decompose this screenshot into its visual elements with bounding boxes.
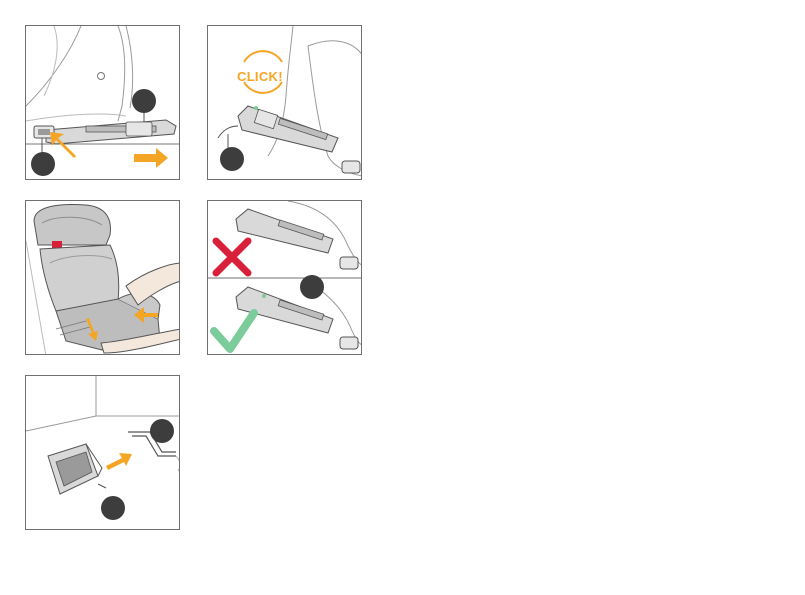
illustration-panel-1 <box>25 25 180 180</box>
step-marker-icon <box>26 376 180 530</box>
step-marker-icon <box>208 201 362 355</box>
arrow-icon <box>26 201 180 355</box>
illustration-panel-5 <box>25 375 180 530</box>
illustration-panel-4 <box>207 200 362 355</box>
illustration-panel-2: CLICK! <box>207 25 362 180</box>
illustration-panel-3 <box>25 200 180 355</box>
step-marker-icon <box>208 26 362 180</box>
step-marker-icon <box>26 26 180 180</box>
